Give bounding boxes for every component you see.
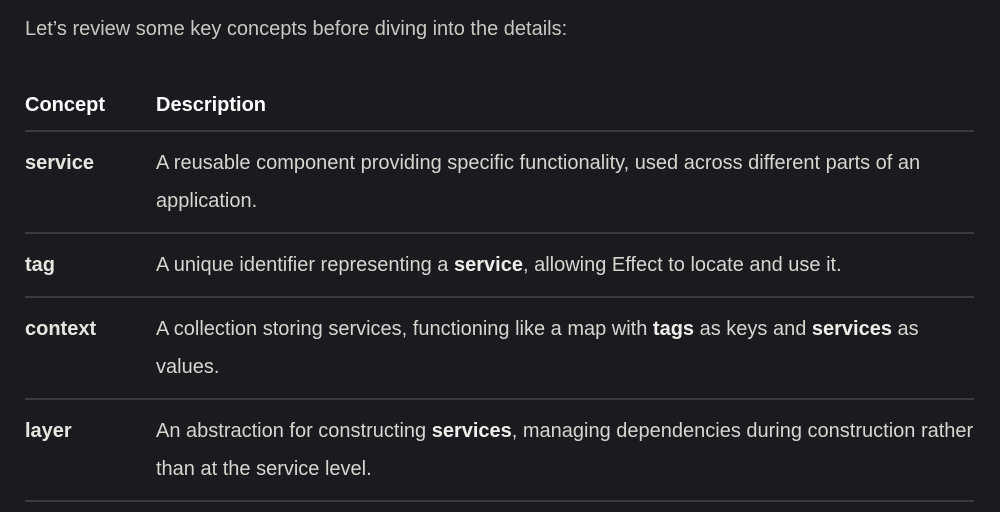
table-row: tag A unique identifier representing a s…: [25, 233, 974, 298]
concept-cell: context: [25, 297, 156, 400]
description-text: as keys and: [694, 318, 812, 340]
emphasized-term: services: [811, 318, 892, 340]
table-body: service A reusable component providing s…: [25, 131, 974, 502]
description-text: An abstraction for constructing: [156, 420, 432, 442]
emphasized-term: tags: [652, 318, 695, 340]
concepts-table: Concept Description service A reusable c…: [25, 80, 974, 502]
emphasized-term: services: [431, 420, 512, 442]
description-cell: An abstraction for constructing services…: [156, 399, 974, 502]
column-header-concept: Concept: [25, 80, 156, 132]
description-text: , managing dependencies during construct…: [156, 420, 974, 480]
table-row: layer An abstraction for constructing se…: [25, 399, 974, 502]
concept-cell: tag: [25, 233, 156, 298]
description-text: A collection storing services, functioni…: [156, 318, 653, 340]
description-cell: A reusable component providing specific …: [156, 131, 974, 234]
column-header-description: Description: [156, 80, 974, 132]
intro-paragraph: Let’s review some key concepts before di…: [25, 18, 568, 40]
description-cell: A collection storing services, functioni…: [156, 297, 974, 400]
description-text: as values.: [156, 318, 919, 378]
table-row: service A reusable component providing s…: [25, 131, 974, 234]
table-row: context A collection storing services, f…: [25, 297, 974, 400]
concept-cell: layer: [25, 399, 156, 502]
description-text: A reusable component providing specific …: [156, 152, 921, 212]
concept-cell: service: [25, 131, 156, 234]
description-cell: A unique identifier representing a servi…: [156, 233, 974, 298]
description-text: , allowing Effect to locate and use it.: [522, 254, 842, 276]
description-text: A unique identifier representing a: [156, 254, 454, 276]
emphasized-term: service: [453, 254, 523, 276]
table-header-row: Concept Description: [25, 80, 974, 132]
